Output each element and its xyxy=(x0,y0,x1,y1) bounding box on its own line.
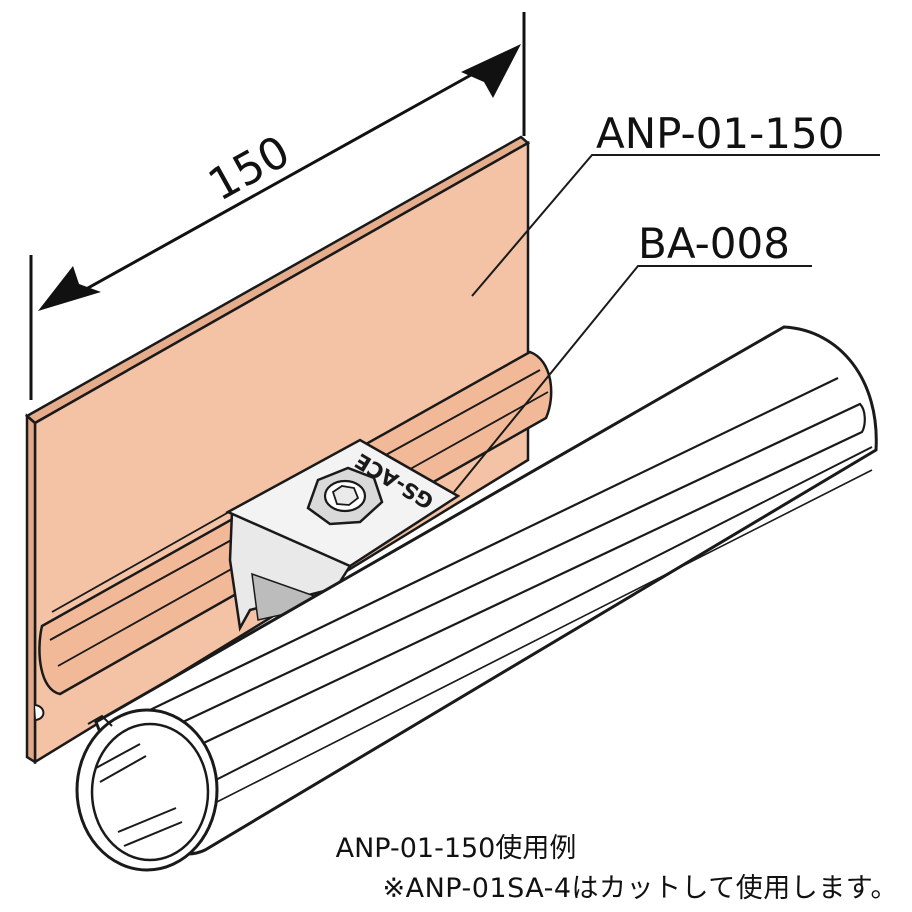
plate-notch xyxy=(34,704,45,721)
bracket: GS-ACE xyxy=(225,438,461,632)
leader-anp-01-150 xyxy=(471,154,880,297)
label-ba-008: BA-008 xyxy=(638,219,790,268)
arrowhead-left xyxy=(38,266,101,311)
caption-note: ※ANP-01SA-4はカットして使用します。 xyxy=(382,873,898,904)
dimension-line xyxy=(69,68,481,300)
hex-socket-inner xyxy=(331,485,360,506)
pipe xyxy=(75,325,878,872)
dimension-group xyxy=(29,12,526,400)
pipe-groove-2 xyxy=(168,402,866,758)
pipe-inner-ridge-1 xyxy=(95,743,147,783)
pipe-inner-ridge-2 xyxy=(117,807,183,847)
plate-groove-line-3 xyxy=(51,507,237,613)
caption-usage-example: ANP-01-150使用例 xyxy=(335,833,577,864)
plate-side-edge xyxy=(25,413,37,765)
leaders xyxy=(453,154,880,493)
leader-ba-008 xyxy=(453,265,812,493)
pipe-end-opening xyxy=(90,722,210,862)
pipe-groove-1 xyxy=(124,377,839,723)
arrowhead-right xyxy=(461,44,521,98)
pipe-end-notch-top xyxy=(87,714,113,727)
pipe-groove-3 xyxy=(195,446,873,791)
pipe-groove-4 xyxy=(204,469,873,809)
label-anp-01-150: ANP-01-150 xyxy=(596,109,844,158)
